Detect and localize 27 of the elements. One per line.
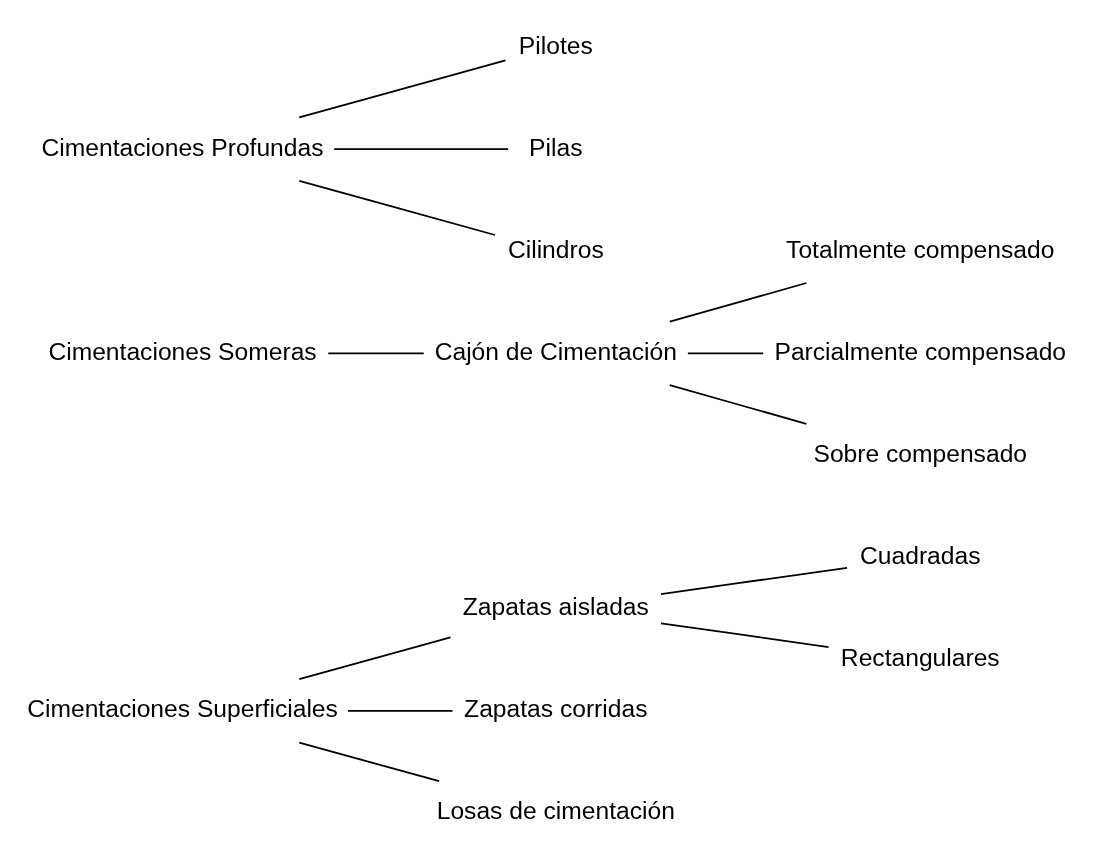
connector (297, 180, 496, 236)
connector (297, 636, 451, 680)
connector (326, 352, 425, 355)
connector (668, 384, 807, 425)
node-text: Cilindros (507, 235, 604, 263)
node-text: Cuadradas (859, 542, 980, 570)
node-text: Cimentaciones Superficiales (26, 695, 338, 723)
connector (346, 709, 453, 712)
connector (297, 59, 506, 119)
node-text: Rectangulares (840, 644, 1000, 672)
node-text: Totalmente compensado (785, 235, 1054, 263)
node-text: Zapatas aisladas (462, 593, 649, 621)
connector (659, 566, 848, 595)
node-text: Losas de cimentación (436, 797, 675, 825)
node-text: Parcialmente compensado (773, 337, 1066, 365)
connector (659, 622, 829, 648)
connector (668, 282, 807, 323)
node-text: Cimentaciones Profundas (41, 133, 324, 161)
node-text: Sobre compensado (812, 440, 1027, 468)
node-text: Cimentaciones Someras (47, 337, 317, 365)
node-text: Pilas (528, 133, 582, 161)
node-text: Cajón de Cimentación (434, 337, 677, 365)
node-text: Pilotes (518, 31, 593, 59)
connector (686, 352, 764, 355)
node-text: Zapatas corridas (463, 695, 648, 723)
connector (332, 148, 509, 151)
connector (297, 741, 440, 783)
